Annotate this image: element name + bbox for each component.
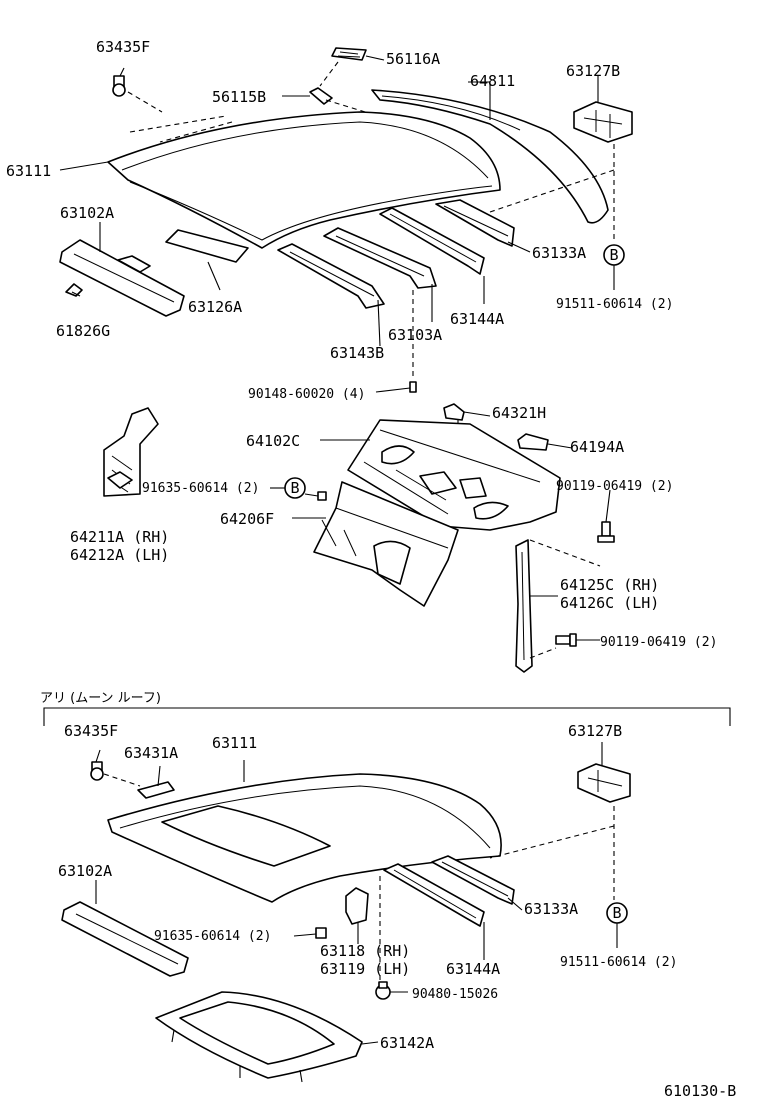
part-64321H bbox=[443, 403, 465, 421]
label-63103A: 63103A bbox=[388, 326, 442, 344]
part-63431A bbox=[137, 781, 175, 799]
part-63127B-bot bbox=[577, 763, 631, 803]
label-63119: 63119 (LH) bbox=[320, 960, 410, 978]
label-64206F: 64206F bbox=[220, 510, 274, 528]
part-63144A-bot bbox=[383, 863, 485, 927]
label-64194A: 64194A bbox=[570, 438, 624, 456]
label-63127B-bot: 63127B bbox=[568, 722, 622, 740]
part-64125C bbox=[515, 539, 533, 673]
clip-90480 bbox=[375, 981, 391, 1000]
part-64194A bbox=[517, 433, 549, 451]
label-90119-a: 90119-06419 (2) bbox=[556, 479, 673, 494]
part-63133A-top bbox=[435, 199, 515, 247]
callout-b-mid: B bbox=[284, 477, 306, 499]
part-63144A-top bbox=[379, 207, 485, 275]
label-64212A: 64212A (LH) bbox=[70, 546, 169, 564]
bolt-90119-a bbox=[597, 521, 615, 543]
label-63102A-bot: 63102A bbox=[58, 862, 112, 880]
part-63118 bbox=[345, 887, 369, 925]
label-63133A-bot: 63133A bbox=[524, 900, 578, 918]
label-63133A-top: 63133A bbox=[532, 244, 586, 262]
part-63133A-bot bbox=[431, 855, 515, 905]
callout-b-mid-text: B bbox=[290, 479, 299, 497]
part-61826G bbox=[65, 283, 83, 297]
label-64126C: 64126C (LH) bbox=[560, 594, 659, 612]
label-63143B: 63143B bbox=[330, 344, 384, 362]
label-91511-bot: 91511-60614 (2) bbox=[560, 955, 677, 970]
label-64321H: 64321H bbox=[492, 404, 546, 422]
label-90480: 90480-15026 bbox=[412, 987, 498, 1002]
label-64811: 64811 bbox=[470, 72, 515, 90]
part-63127B-top bbox=[573, 101, 633, 143]
label-63127B-top: 63127B bbox=[566, 62, 620, 80]
label-63435F-top: 63435F bbox=[96, 38, 150, 56]
label-64211A: 64211A (RH) bbox=[70, 528, 169, 546]
bolt-91635-bot bbox=[315, 927, 327, 939]
part-63103A bbox=[323, 227, 437, 289]
label-90119-b: 90119-06419 (2) bbox=[600, 635, 717, 650]
part-56115B bbox=[309, 87, 333, 105]
part-63126A bbox=[165, 229, 249, 263]
part-64102C bbox=[347, 419, 561, 531]
bolt-91635-mid bbox=[317, 491, 327, 501]
label-63111-top: 63111 bbox=[6, 162, 51, 180]
part-64211A bbox=[103, 407, 159, 497]
part-63143B bbox=[277, 243, 385, 309]
label-63431A: 63431A bbox=[124, 744, 178, 762]
label-90148: 90148-60020 (4) bbox=[248, 387, 365, 402]
callout-b-top: B bbox=[603, 244, 625, 266]
label-56115B: 56115B bbox=[212, 88, 266, 106]
part-63111-bot bbox=[107, 773, 502, 903]
label-61826G: 61826G bbox=[56, 322, 110, 340]
leader-lines bbox=[59, 55, 611, 1045]
variant-label: アリ (ムーン ルーフ) bbox=[40, 691, 161, 706]
callout-b-bot-text: B bbox=[612, 904, 621, 922]
clip-63435F-top bbox=[112, 75, 126, 97]
part-63102A-bot bbox=[61, 901, 189, 977]
label-63126A: 63126A bbox=[188, 298, 242, 316]
label-64125C: 64125C (RH) bbox=[560, 576, 659, 594]
bolt-90148 bbox=[409, 290, 417, 393]
bolt-90119-b bbox=[555, 633, 577, 647]
label-91511-top: 91511-60614 (2) bbox=[556, 297, 673, 312]
callout-b-top-text: B bbox=[609, 246, 618, 264]
diagram-code: 610130-B bbox=[664, 1082, 736, 1100]
label-91635-bot: 91635-60614 (2) bbox=[154, 929, 271, 944]
part-63142A bbox=[155, 991, 363, 1083]
label-91635-mid: 91635-60614 (2) bbox=[142, 481, 259, 496]
label-56116A: 56116A bbox=[386, 50, 440, 68]
part-64206F bbox=[313, 481, 459, 607]
label-63102A-top: 63102A bbox=[60, 204, 114, 222]
label-63144A-top: 63144A bbox=[450, 310, 504, 328]
part-56116A bbox=[331, 47, 367, 61]
label-63111-bot: 63111 bbox=[212, 734, 257, 752]
callout-b-bot: B bbox=[606, 902, 628, 924]
label-64102C: 64102C bbox=[246, 432, 300, 450]
part-63102A-top bbox=[59, 239, 185, 317]
part-63111-top bbox=[107, 111, 501, 249]
label-63118: 63118 (RH) bbox=[320, 942, 410, 960]
label-63142A: 63142A bbox=[380, 1034, 434, 1052]
label-63144A-bot: 63144A bbox=[446, 960, 500, 978]
label-63435F-bot: 63435F bbox=[64, 722, 118, 740]
variant-bracket bbox=[43, 707, 731, 726]
clip-63435F-bot bbox=[90, 761, 104, 781]
